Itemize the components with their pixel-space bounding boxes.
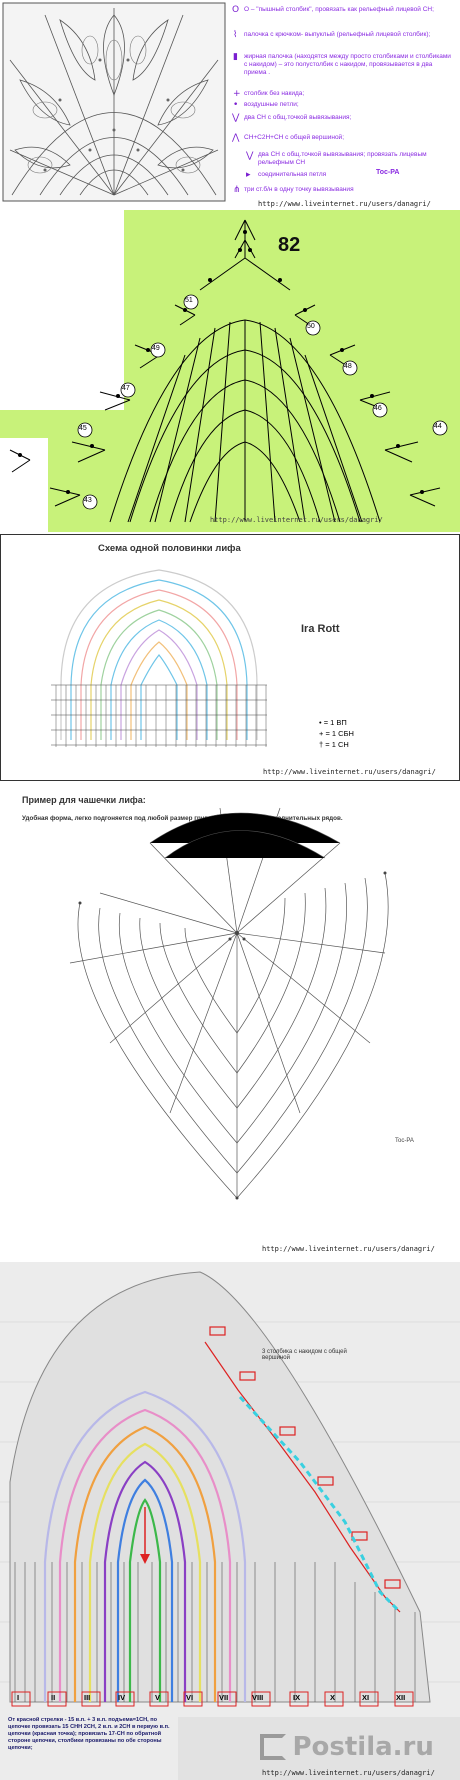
pattern-panel-colored: 3 столбика с накидом с общей вершиной I … <box>0 1262 460 1780</box>
row-label: 45 <box>79 425 87 432</box>
column-label: X <box>330 1693 336 1702</box>
row-label: 47 <box>122 385 130 392</box>
column-label: II <box>51 1693 56 1702</box>
author-name: Ira Rott <box>301 623 340 635</box>
column-label: VIII <box>252 1693 264 1702</box>
source-url[interactable]: http://www.liveinternet.ru/users/danagri… <box>262 1769 435 1777</box>
column-label: IX <box>293 1693 301 1702</box>
row-label: 46 <box>374 405 382 412</box>
legend-text: два СН с общ.точкой вывязывания; <box>244 114 352 121</box>
chart-number: 82 <box>278 234 301 256</box>
bodice-chart <box>51 569 267 747</box>
legend-text: палочка с крючком- выпуклый (рельефный л… <box>244 31 431 38</box>
row-label: 43 <box>84 497 92 504</box>
row-label: 48 <box>344 363 352 370</box>
legend-text: два СН с общ.точкой вывязывания; провяза… <box>258 151 427 166</box>
legend-text: соединительная петля <box>258 171 327 178</box>
plus-icon: + <box>233 89 241 99</box>
legend-text: три ст.б/н в одну точку вывязывания <box>244 186 354 193</box>
callout-text: 3 столбика с накидом с общей вершиной <box>262 1349 347 1361</box>
author-tag: Toс-PA <box>395 1138 414 1144</box>
pattern-panel-bodice-half: Схема одной половинки лифа <box>0 534 460 781</box>
legend-text: столбик без накида; <box>244 90 305 97</box>
row-label: 51 <box>185 297 193 304</box>
row-label: 50 <box>307 323 315 330</box>
post-icon: ⌇ <box>233 30 238 40</box>
legend-text: воздушные петли; <box>244 101 299 108</box>
legend-text: жирная палочка (находятся между просто с… <box>244 53 451 76</box>
logo-mark-icon <box>260 1734 286 1760</box>
dot-icon: • <box>233 100 239 110</box>
doily-chart <box>2 2 226 202</box>
legend-item: + = 1 СБН <box>319 729 354 738</box>
column-label: XI <box>362 1693 370 1702</box>
ring-icon: O <box>232 5 240 15</box>
pattern-panel-pineapple: 82 51 50 49 48 47 46 45 44 43 http://www… <box>0 210 460 532</box>
column-label: III <box>84 1693 91 1702</box>
row-label: 49 <box>152 345 160 352</box>
legend-text: О – "пышный столбик", провязать как рель… <box>244 6 434 13</box>
legend-item: † = 1 СН <box>319 740 349 749</box>
instruction-caption: От красной стрелки - 15 в.п. + 3 в.п. по… <box>8 1717 170 1751</box>
column-label: VII <box>219 1693 229 1702</box>
source-url[interactable]: http://www.liveinternet.ru/users/danagri… <box>210 516 383 524</box>
slip-icon: ▸ <box>246 170 251 180</box>
row-label: 44 <box>434 423 442 430</box>
column-label: XII <box>396 1693 406 1702</box>
legend-text: СН+С2Н+СН с общей вершиной; <box>244 134 344 141</box>
source-url[interactable]: http://www.liveinternet.ru/users/danagri… <box>263 768 436 776</box>
v-icon: ⋁ <box>232 113 240 123</box>
chart-title: Схема одной половинки лифа <box>98 543 241 554</box>
pattern-panel-doily: O О – "пышный столбик", провязать как ре… <box>0 0 460 208</box>
column-label: I <box>17 1693 20 1702</box>
v2-icon: ⋁ <box>246 151 254 161</box>
legend-item: • = 1 ВП <box>319 718 347 727</box>
pattern-panel-cup: Пример для чашечки лифа: Удобная форма, … <box>0 783 460 1258</box>
author-tag: Toс-PA <box>376 169 400 176</box>
postila-logo[interactable]: Postila.ru <box>260 1732 434 1762</box>
source-url[interactable]: http://www.liveinternet.ru/users/danagri… <box>258 200 431 208</box>
panel-subtitle: Удобная форма, легко подгоняется под люб… <box>22 815 343 822</box>
source-url[interactable]: http://www.liveinternet.ru/users/danagri… <box>262 1245 435 1253</box>
colored-chart <box>0 1262 460 1780</box>
panel-title: Пример для чашечки лифа: <box>22 795 146 805</box>
column-label: IV <box>118 1693 126 1702</box>
pineapple-chart <box>0 210 460 532</box>
bar-icon: ▮ <box>233 52 238 62</box>
column-label: VI <box>186 1693 194 1702</box>
fan-icon: ⋔ <box>233 185 241 195</box>
watermark-text: Postila.ru <box>292 1732 434 1762</box>
cup-chart <box>69 807 389 1200</box>
cluster-icon: ⋀ <box>232 133 240 143</box>
column-label: V <box>155 1693 161 1702</box>
